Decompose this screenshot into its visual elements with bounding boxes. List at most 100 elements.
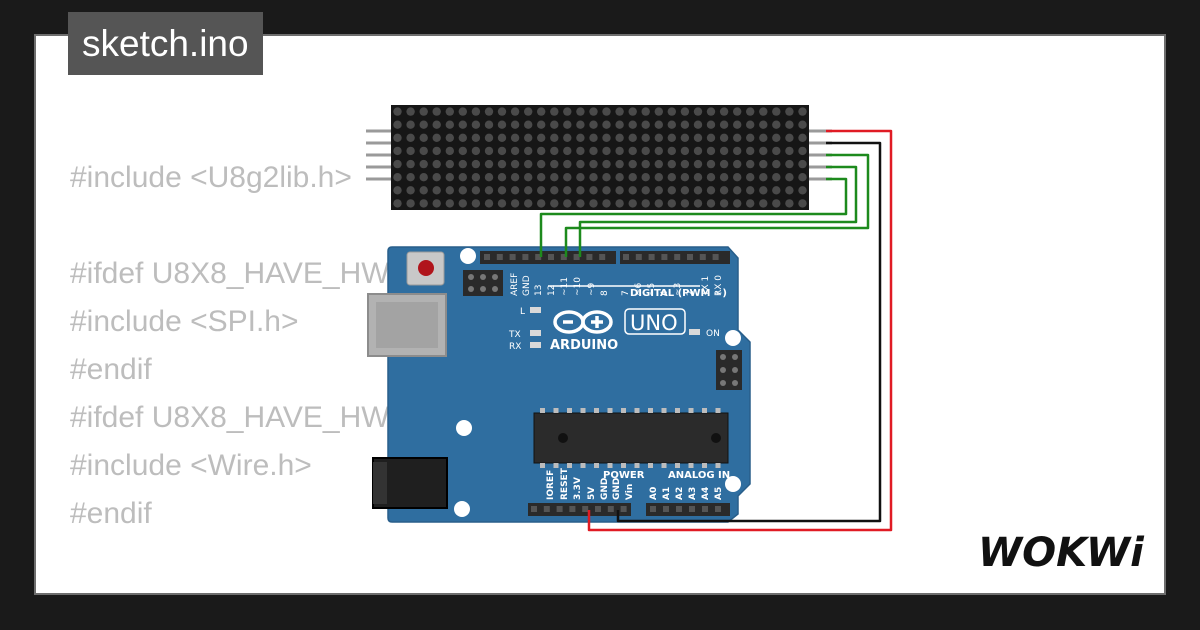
led-dot xyxy=(510,133,520,142)
led-dot xyxy=(589,146,598,156)
led-dot xyxy=(550,107,559,116)
led-dot xyxy=(524,133,533,142)
top-pin-label: ~5 xyxy=(647,283,657,296)
led-dot xyxy=(733,146,742,156)
led-dot xyxy=(641,186,650,195)
led-dot xyxy=(576,146,585,156)
led-dot xyxy=(393,199,402,208)
led-dot xyxy=(510,159,520,169)
led-dot xyxy=(471,186,481,195)
led-dot xyxy=(772,107,781,116)
led-dot xyxy=(589,133,598,142)
led-dot xyxy=(406,120,415,129)
wire-cs[interactable] xyxy=(578,165,858,257)
led-dot xyxy=(471,133,481,142)
led-dot xyxy=(680,186,690,195)
led-dot xyxy=(693,133,703,142)
led-dot xyxy=(432,120,441,129)
led-dot xyxy=(772,159,781,169)
led-label-l: L xyxy=(520,307,525,317)
chip-leg xyxy=(661,463,667,468)
led-dot xyxy=(772,186,781,195)
top-pin-label: 12 xyxy=(547,285,557,296)
chip-leg xyxy=(688,408,694,413)
led-dot xyxy=(641,107,650,116)
top-pin-label: AREF xyxy=(510,273,520,296)
led-dot xyxy=(458,107,467,116)
led-label-on: ON xyxy=(706,329,720,339)
led-dot xyxy=(706,173,716,182)
power-pin-label: Vin xyxy=(625,484,635,500)
led-dot xyxy=(458,146,467,156)
led-matrix[interactable] xyxy=(391,105,809,210)
led-dot xyxy=(458,199,467,208)
led-dot xyxy=(471,146,481,156)
led-dot xyxy=(667,133,676,142)
led-dot xyxy=(615,199,624,208)
file-name-tab[interactable]: sketch.ino xyxy=(68,12,263,75)
led-dot xyxy=(733,159,742,169)
led-dot xyxy=(615,173,624,182)
led-dot xyxy=(719,146,729,156)
led-dot xyxy=(798,159,807,169)
led-dot xyxy=(615,186,624,195)
led-dot xyxy=(785,133,794,142)
reset-button[interactable] xyxy=(406,251,445,286)
led-dot xyxy=(785,107,794,116)
led-matrix-body xyxy=(391,105,809,210)
power-pin-label: GND xyxy=(600,478,610,500)
wokwi-logo[interactable]: WOKWi xyxy=(978,522,1150,582)
led-dot xyxy=(628,146,637,156)
led-dot xyxy=(445,133,454,142)
wire-clk[interactable] xyxy=(539,177,848,257)
led-dot xyxy=(576,199,585,208)
uno-label-box xyxy=(624,308,686,335)
led-dot xyxy=(432,107,441,116)
led-dot xyxy=(419,199,428,208)
chip-leg xyxy=(702,463,707,468)
top-pin-label: TX 1 xyxy=(701,276,711,297)
led-dot xyxy=(667,199,676,208)
led-dot xyxy=(432,159,441,169)
led-dot xyxy=(497,120,507,129)
wire-din[interactable] xyxy=(564,153,870,257)
wire-gnd[interactable] xyxy=(616,141,882,523)
led-dot xyxy=(484,199,494,208)
led-dot xyxy=(798,107,807,116)
led-dot xyxy=(419,186,428,195)
wire-vcc[interactable] xyxy=(587,129,893,532)
led-dot xyxy=(458,120,467,129)
led-dot xyxy=(615,146,624,156)
led-dot xyxy=(680,107,690,116)
header-hole xyxy=(595,506,601,512)
led-dot xyxy=(654,120,663,129)
led-dot xyxy=(550,120,559,129)
led-dot xyxy=(667,107,676,116)
chip-leg xyxy=(702,408,707,413)
header-hole xyxy=(484,254,490,260)
led-dot xyxy=(589,159,598,169)
led-dot xyxy=(733,107,742,116)
led-dot xyxy=(628,120,637,129)
power-analog-header xyxy=(528,503,730,516)
code-line: #include <Wire.h> xyxy=(70,449,312,482)
led-dot xyxy=(785,159,794,169)
led-dot xyxy=(798,173,807,182)
header-hole xyxy=(689,506,695,512)
chip-leg xyxy=(567,463,572,468)
led-label-rx: RX xyxy=(509,342,521,352)
mounting-hole xyxy=(460,248,476,264)
led-dot xyxy=(733,133,742,142)
led-dot xyxy=(772,173,781,182)
led-dot xyxy=(785,146,794,156)
led-dot xyxy=(510,199,520,208)
top-pin-label: ~3 xyxy=(673,283,683,296)
chip-leg xyxy=(607,463,613,468)
led-dot xyxy=(445,146,454,156)
chip-leg xyxy=(553,463,559,468)
led-dot xyxy=(654,107,663,116)
led-dot xyxy=(667,186,676,195)
led-dot xyxy=(641,199,650,208)
power-pin-label: 5V xyxy=(587,487,597,500)
